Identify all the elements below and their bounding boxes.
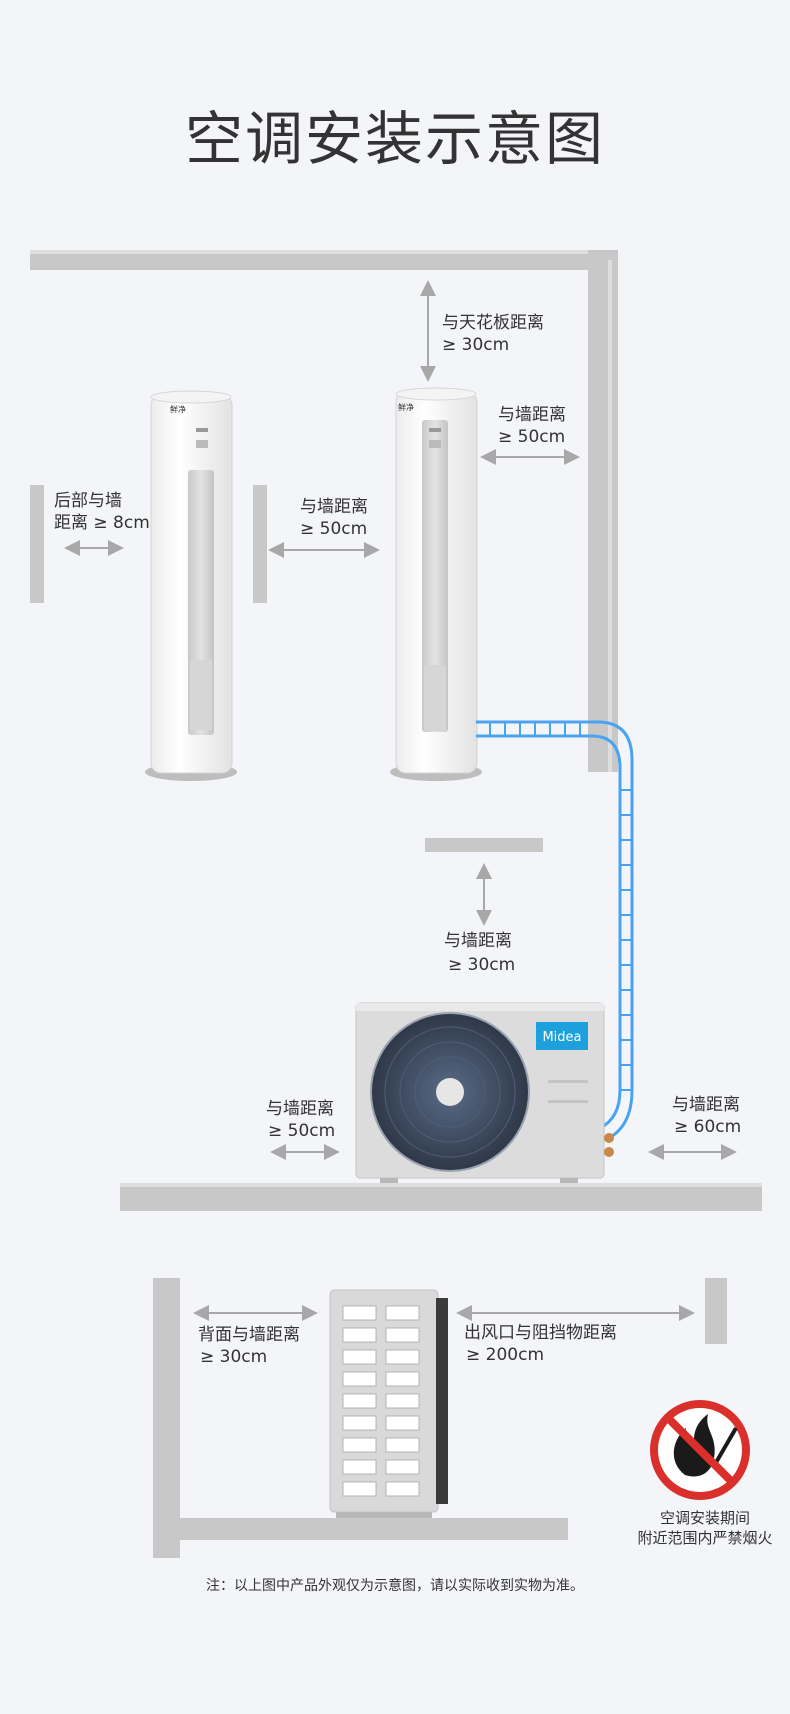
outlet-obstacle-value: ≥ 200cm [466,1345,545,1365]
footnote: 注：以上图中产品外观仅为示意图，请以实际收到实物为准。 [206,1578,584,1594]
rear-wall-label: 背面与墙距离 [198,1325,300,1345]
no-fire-icon [650,1400,750,1500]
ground [120,1183,762,1211]
outdoor-top-label: 与墙距离 [444,931,512,951]
warning-line-1: 空调安装期间 [659,1509,750,1527]
outlet-obstacle-label: 出风口与阻挡物距离 [464,1323,617,1343]
warning-line-2: 附近范围内严禁烟火 [637,1529,773,1547]
outdoor-top-value: ≥ 30cm [448,955,516,975]
rear-wall-value: ≥ 30cm [200,1347,268,1367]
outdoor-unit-side [329,1289,448,1518]
outdoor-right-label: 与墙距离 [672,1095,740,1115]
outdoor-unit-front: Midea [355,1002,614,1184]
indoor-unit-front: 鲜净 [390,387,482,781]
mid-wall-value: ≥ 50cm [300,519,368,539]
brand-logo: Midea [542,1030,581,1045]
rear-wall [153,1278,180,1558]
ceiling-label: 与天花板距离 [442,313,544,333]
svg-text:鲜净: 鲜净 [170,404,186,414]
pipe-stripes [489,722,632,1091]
outdoor-left-value: ≥ 50cm [268,1121,336,1141]
obstacle-wall [705,1278,727,1344]
indoor-unit-side: 鲜净 [145,390,237,781]
outdoor-top-wall [425,838,543,852]
ceiling-value: ≥ 30cm [442,335,510,355]
outdoor-right-value: ≥ 60cm [674,1117,742,1137]
outdoor-left-label: 与墙距离 [266,1099,334,1119]
refrigerant-pipe [476,720,634,1142]
room-walls [30,250,618,772]
back-wall-left [30,485,44,603]
mid-wall [253,485,267,603]
right-wall-label: 与墙距离 [498,405,566,425]
lower-ground [153,1518,568,1540]
back-wall-value: 距离 ≥ 8cm [54,513,150,533]
right-wall-value: ≥ 50cm [498,427,566,447]
page-title: 空调安装示意图 [184,105,605,173]
right-wall [588,250,618,772]
no-fire-warning: 空调安装期间 附近范围内严禁烟火 [620,1508,790,1548]
svg-text:鲜净: 鲜净 [398,402,414,412]
ceiling-wall [30,250,618,270]
back-wall-label: 后部与墙 [54,491,122,511]
mid-wall-label: 与墙距离 [300,497,368,517]
